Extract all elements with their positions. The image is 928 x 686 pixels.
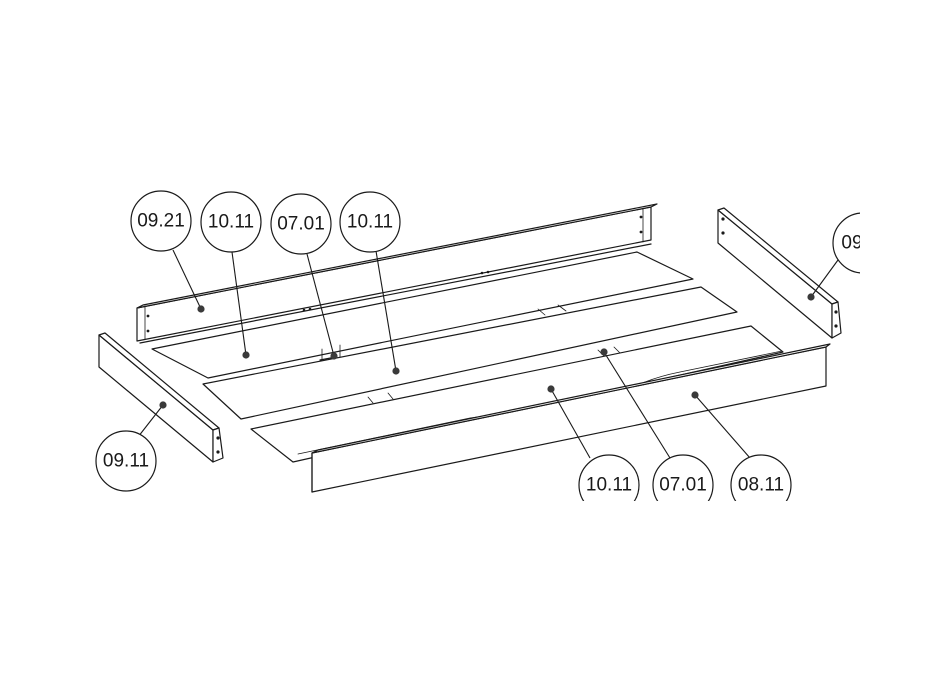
- callout-label: 10.11: [208, 212, 254, 233]
- callout-label: 09.21: [137, 211, 185, 232]
- callout-label: 09: [841, 233, 862, 254]
- callout-07-01-back: 07.01: [270, 193, 332, 255]
- front-side-rail: [311, 343, 831, 493]
- callout-label: 07.01: [277, 214, 325, 235]
- crop-mask: [0, 501, 928, 686]
- left-end-rail: [98, 332, 224, 463]
- callout-09-21: 09.21: [130, 190, 192, 252]
- right-crop-mask: [860, 0, 928, 501]
- leader-dots: [159, 293, 815, 409]
- right-end-rail: [717, 207, 842, 339]
- callout-10-11-middle: 10.11: [339, 191, 401, 253]
- leader-lines: [137, 249, 839, 459]
- slat-middle-panel: [202, 286, 738, 420]
- back-side-rail: [136, 203, 658, 344]
- callout-09-11: 09.11: [95, 430, 157, 492]
- callout-label: 07.01: [659, 475, 707, 496]
- callout-08-11: 08.11: [730, 454, 792, 516]
- callout-07-01-front: 07.01: [652, 454, 714, 516]
- callout-label: 08.11: [738, 475, 784, 496]
- callout-label: 10.11: [347, 212, 393, 233]
- callout-label: 10.11: [586, 475, 632, 496]
- callout-label: 09.11: [103, 451, 149, 472]
- slat-back-panel: [151, 251, 694, 379]
- callout-10-11-back: 10.11: [200, 191, 262, 253]
